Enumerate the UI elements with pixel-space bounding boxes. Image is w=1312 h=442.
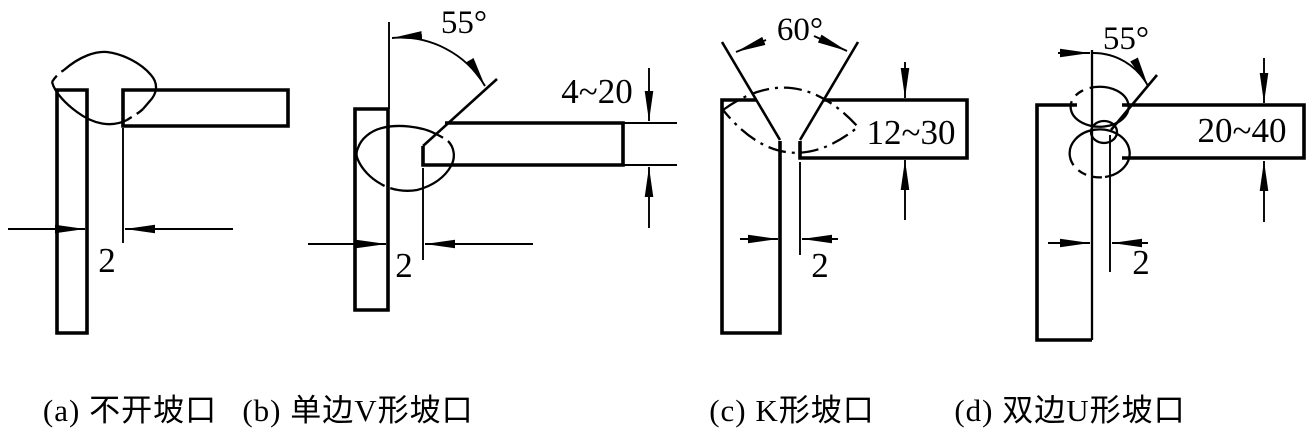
- thickness-range-label: 20~40: [1198, 111, 1287, 150]
- lower-weld-lobe: [1068, 128, 1131, 179]
- weld-bead-outline: [50, 50, 158, 126]
- panel-b-single-v-groove: 55° 4~20 2 (b) 单边V形坡口: [242, 5, 677, 428]
- caption-a: (a) 不开坡口: [43, 393, 217, 428]
- left-bevel-line: [720, 41, 782, 141]
- horizontal-plate-outline: [798, 98, 969, 160]
- angle-arrow-left: [735, 36, 767, 53]
- bevel-angle-label: 60°: [777, 12, 823, 48]
- lower-weld-lobe-hidden: [1068, 156, 1106, 179]
- thickness-range-label: 12~30: [867, 113, 956, 152]
- caption-d: (d) 双边U形坡口: [954, 393, 1185, 428]
- weld-bead-outline: [355, 124, 455, 192]
- upper-weld-lobe: [1069, 85, 1130, 128]
- weld-bead-lens-outline: [722, 86, 860, 154]
- bevel-edge-line: [422, 78, 498, 147]
- vertical-plate-outline: [55, 88, 89, 335]
- horizontal-plate-outline: [121, 88, 290, 128]
- vertical-plate-outline: [1035, 103, 1092, 342]
- angle-arrow-right: [813, 34, 848, 52]
- root-circle: [1089, 119, 1119, 145]
- panel-a-no-groove: 2 (a) 不开坡口: [8, 50, 290, 428]
- root-gap-label: 2: [811, 246, 829, 285]
- bevel-angle-label: 55°: [1103, 21, 1149, 57]
- panel-c-k-groove: 60° 12~30 2 (c) K形坡口: [709, 12, 969, 428]
- root-gap-label: 2: [1132, 243, 1150, 282]
- caption-c: (c) K形坡口: [709, 393, 875, 428]
- panel-d-double-u-groove: 55° 20~40 2 (d) 双边U形坡口: [954, 21, 1306, 428]
- horizontal-plate-outline: [1122, 103, 1306, 160]
- root-gap-label: 2: [395, 246, 413, 285]
- weld-bead-hidden-segments: [380, 132, 449, 192]
- caption-b: (b) 单边V形坡口: [242, 393, 473, 428]
- angle-dimension-arc: [391, 31, 486, 87]
- root-gap-label: 2: [98, 241, 116, 280]
- right-bevel-line: [798, 41, 860, 141]
- weld-bead-hidden-segments: [51, 69, 144, 121]
- vertical-plate-outline: [720, 98, 782, 335]
- angle-dimension-arc: [1091, 52, 1149, 87]
- bevel-angle-label: 55°: [441, 5, 487, 41]
- vertical-plate-outline: [353, 107, 390, 312]
- upper-weld-lobe-hidden: [1069, 85, 1096, 111]
- thickness-range-label: 4~20: [561, 72, 632, 111]
